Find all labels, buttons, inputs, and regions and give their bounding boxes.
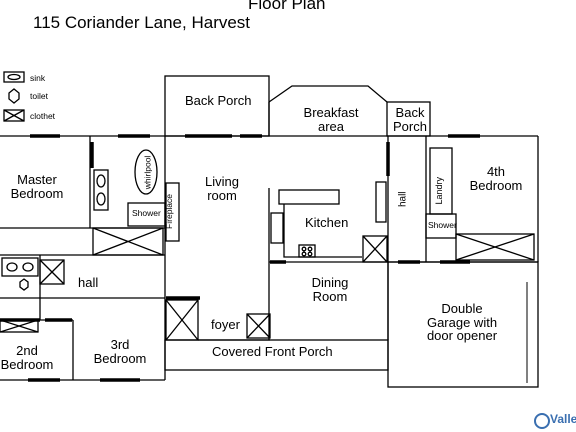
room-shower-left: Shower: [132, 208, 161, 218]
room-kitchen: Kitchen: [305, 215, 349, 230]
plan-title: Floor Plan: [248, 0, 326, 13]
room-2nd-bedroom: 2nd Bedroom: [0, 343, 54, 372]
breakfast-bay-outline: [268, 85, 388, 103]
room-4th-bedroom: 4th Bedroom: [469, 164, 523, 193]
room-shower-right: Shower: [428, 220, 457, 230]
closet-icon: [3, 109, 25, 122]
room-dining-room: Dining Room: [311, 275, 349, 304]
toilet-icon: [8, 88, 20, 104]
kitchen-island: [278, 189, 340, 205]
room-hall-right: hall: [397, 191, 409, 208]
room-double-garage: Double Garage with door opener: [426, 301, 498, 344]
legend-sink-label: sink: [30, 73, 46, 83]
watermark-logo-icon: [534, 413, 550, 429]
sink-icon: [3, 71, 25, 83]
shower-left-outline: [127, 202, 166, 227]
shower-right-outline: [425, 213, 457, 239]
room-living-room: Living room: [205, 174, 239, 203]
whirlpool-tub: [134, 149, 158, 195]
plan-address: 115 Coriander Lane, Harvest: [33, 13, 251, 32]
room-hall-left: hall: [78, 275, 99, 290]
legend-closet-label: clothet: [30, 111, 56, 121]
room-back-porch-right: Back Porch: [393, 105, 427, 134]
room-master-bedroom: Master Bedroom: [10, 172, 64, 201]
legend-toilet-label: toilet: [30, 91, 48, 101]
watermark-text: Valle: [550, 412, 576, 426]
room-fireplace: Fireplace: [164, 193, 175, 229]
room-laundry: Landry: [434, 176, 445, 205]
covered-porch-outline: [164, 339, 389, 371]
room-3rd-bedroom: 3rd Bedroom: [93, 337, 147, 366]
cooktop: [298, 244, 316, 258]
room-breakfast-area: Breakfast area: [303, 105, 359, 134]
room-back-porch-left: Back Porch: [185, 93, 252, 108]
room-whirlpool: whirlpool: [142, 155, 153, 190]
sink-icon-basin: [7, 73, 21, 81]
room-foyer: foyer: [211, 317, 240, 332]
master-closet: [92, 227, 164, 256]
fireplace-outline: [165, 182, 180, 242]
room-covered-front-porch: Covered Front Porch: [212, 344, 333, 359]
